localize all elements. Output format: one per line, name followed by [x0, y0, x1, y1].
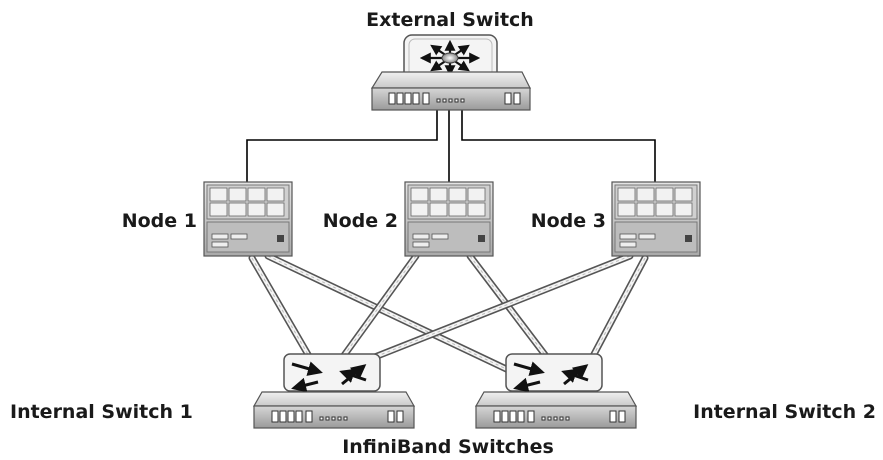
network-switch-icon [474, 353, 638, 429]
wire-node1 [246, 110, 438, 183]
ib-cable-n3-s2 [588, 254, 649, 362]
server-tower-icon [203, 181, 293, 257]
ethernet-wires [246, 110, 656, 183]
server-tower-icon [611, 181, 701, 257]
node-3-server [611, 181, 701, 257]
wire-node3 [461, 110, 656, 183]
node-3-label: Node 3 [531, 210, 606, 232]
internal-switch-2-label: Internal Switch 2 [693, 401, 876, 423]
external-switch [370, 34, 531, 111]
internal-switch-1-label: Internal Switch 1 [10, 401, 193, 423]
router-icon [403, 34, 498, 82]
node-2-server [404, 181, 494, 257]
ib-cable-n1-s1 [248, 254, 314, 362]
node-2-label: Node 2 [323, 210, 398, 232]
server-tower-icon [404, 181, 494, 257]
internal-switch-2 [474, 353, 638, 429]
node-1-server [203, 181, 293, 257]
ib-cable-n2-s1 [328, 252, 420, 376]
ib-cable-n3-s1 [348, 252, 634, 370]
network-switch-icon [252, 353, 416, 429]
infiniband-cables [248, 252, 649, 389]
ib-cable-n2-s2 [466, 252, 562, 376]
node-1-label: Node 1 [122, 210, 197, 232]
ib-cable-n1-s2 [264, 252, 544, 389]
external-switch-top [370, 71, 531, 89]
internal-switch-1 [252, 353, 416, 429]
infiniband-switches-label: InfiniBand Switches [342, 436, 554, 458]
external-switch-label: External Switch [366, 9, 534, 31]
external-switch-ports [388, 92, 521, 105]
